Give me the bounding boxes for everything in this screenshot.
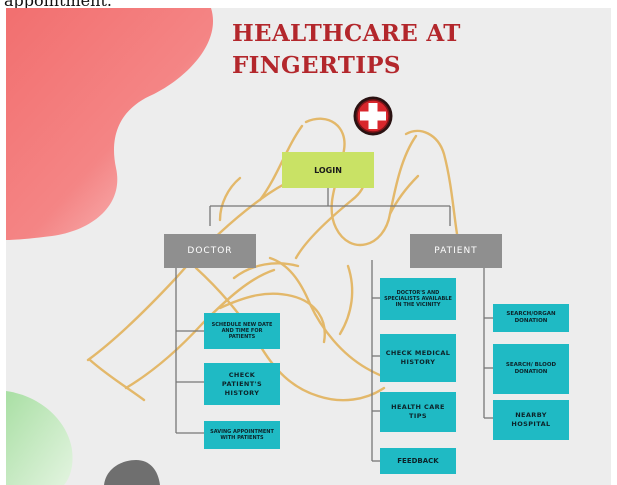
red-corner-blob xyxy=(6,8,214,240)
doctor-feature-saving-appointment: SAVING APPOINTMENT WITH PATIENTS xyxy=(204,421,280,449)
patient-extra-blood-donation: SEARCH/ BLOOD DONATION xyxy=(493,344,569,394)
doctor-feature-schedule: SCHEDULE NEW DATE AND TIME FOR PATIENTS xyxy=(204,313,280,349)
patient-feature-medical-history: CHECK MEDICAL HISTORY xyxy=(380,334,456,382)
doctor-box: DOCTOR xyxy=(164,234,256,268)
patient-extra-organ-donation: SEARCH/ORGAN DONATION xyxy=(493,304,569,332)
patient-feature-feedback: FEEDBACK xyxy=(380,448,456,474)
medical-cross-icon xyxy=(353,96,393,136)
title-line-1: HEALTHCARE AT xyxy=(232,20,461,47)
patient-box: PATIENT xyxy=(410,234,502,268)
connector-lines xyxy=(175,180,493,462)
patient-feature-doctors-nearby: DOCTOR'S AND SPECIALISTS AVAILABLE IN TH… xyxy=(380,278,456,320)
green-corner-blob xyxy=(6,391,73,485)
gray-corner-blob xyxy=(104,460,160,485)
diagram-title: HEALTHCARE AT FINGERTIPS xyxy=(232,18,461,82)
caption-fragment: appointment. xyxy=(4,0,112,10)
doctor-feature-check-history: CHECK PATIENT'S HISTORY xyxy=(204,363,280,405)
patient-feature-health-tips: HEALTH CARE TIPS xyxy=(380,392,456,432)
patient-extra-nearby-hospital: NEARBY HOSPITAL xyxy=(493,400,569,440)
title-line-2: FINGERTIPS xyxy=(232,52,401,79)
diagram-slide: HEALTHCARE AT FINGERTIPS LOGIN DOCTOR PA… xyxy=(6,8,611,485)
login-box: LOGIN xyxy=(282,152,374,188)
